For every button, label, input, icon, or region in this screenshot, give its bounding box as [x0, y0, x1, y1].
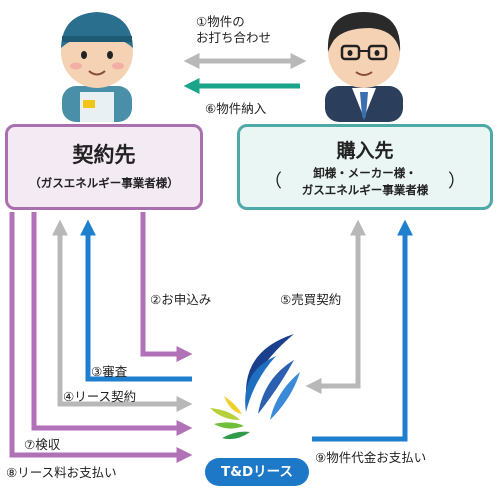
step1-label-line2: お打ち合わせ: [196, 30, 272, 45]
td-lease-logo-icon: [210, 334, 300, 440]
buyer-subtitle-line2: ガスエネルギー事業者様: [301, 183, 429, 197]
step8-label: ⑧リース料お支払い: [6, 465, 117, 480]
buyer-paren-open: （: [264, 171, 282, 192]
contractor-box: 契約先 （ガスエネルギー事業者様）: [5, 124, 203, 210]
buyer-title: 購入先: [336, 140, 394, 162]
arrow-step8: [9, 212, 193, 464]
buyer-person-icon: [325, 12, 403, 122]
contractor-person-icon: [61, 12, 133, 122]
step3-label: ③審査: [91, 364, 128, 379]
step1-label-line1: ①物件の: [196, 14, 245, 29]
contractor-subtitle: （ガスエネルギー事業者様）: [29, 176, 179, 190]
contractor-title: 契約先: [72, 143, 136, 167]
arrow-step2: [140, 212, 193, 363]
step9-label: ⑨物件代金お支払い: [315, 450, 427, 465]
arrow-step7: [31, 212, 193, 437]
arrow-step9: [312, 219, 414, 442]
td-lease-badge: T&Dリース: [205, 458, 309, 486]
step6-label: ⑥物件納入: [205, 101, 267, 116]
buyer-subtitle-line1: 卸様・メーカー様・: [313, 166, 417, 180]
buyer-box: 購入先 （ 卸様・メーカー様・ ガスエネルギー事業者様 ）: [237, 124, 493, 210]
buyer-paren-close: ）: [448, 171, 466, 192]
arrow-step5: [305, 219, 367, 395]
step7-label: ⑦検収: [24, 437, 61, 452]
step2-label: ②お申込み: [150, 292, 212, 307]
arrow-step4: [51, 219, 193, 413]
step4-label: ④リース契約: [63, 389, 137, 404]
step5-label: ⑤売買契約: [280, 292, 342, 307]
